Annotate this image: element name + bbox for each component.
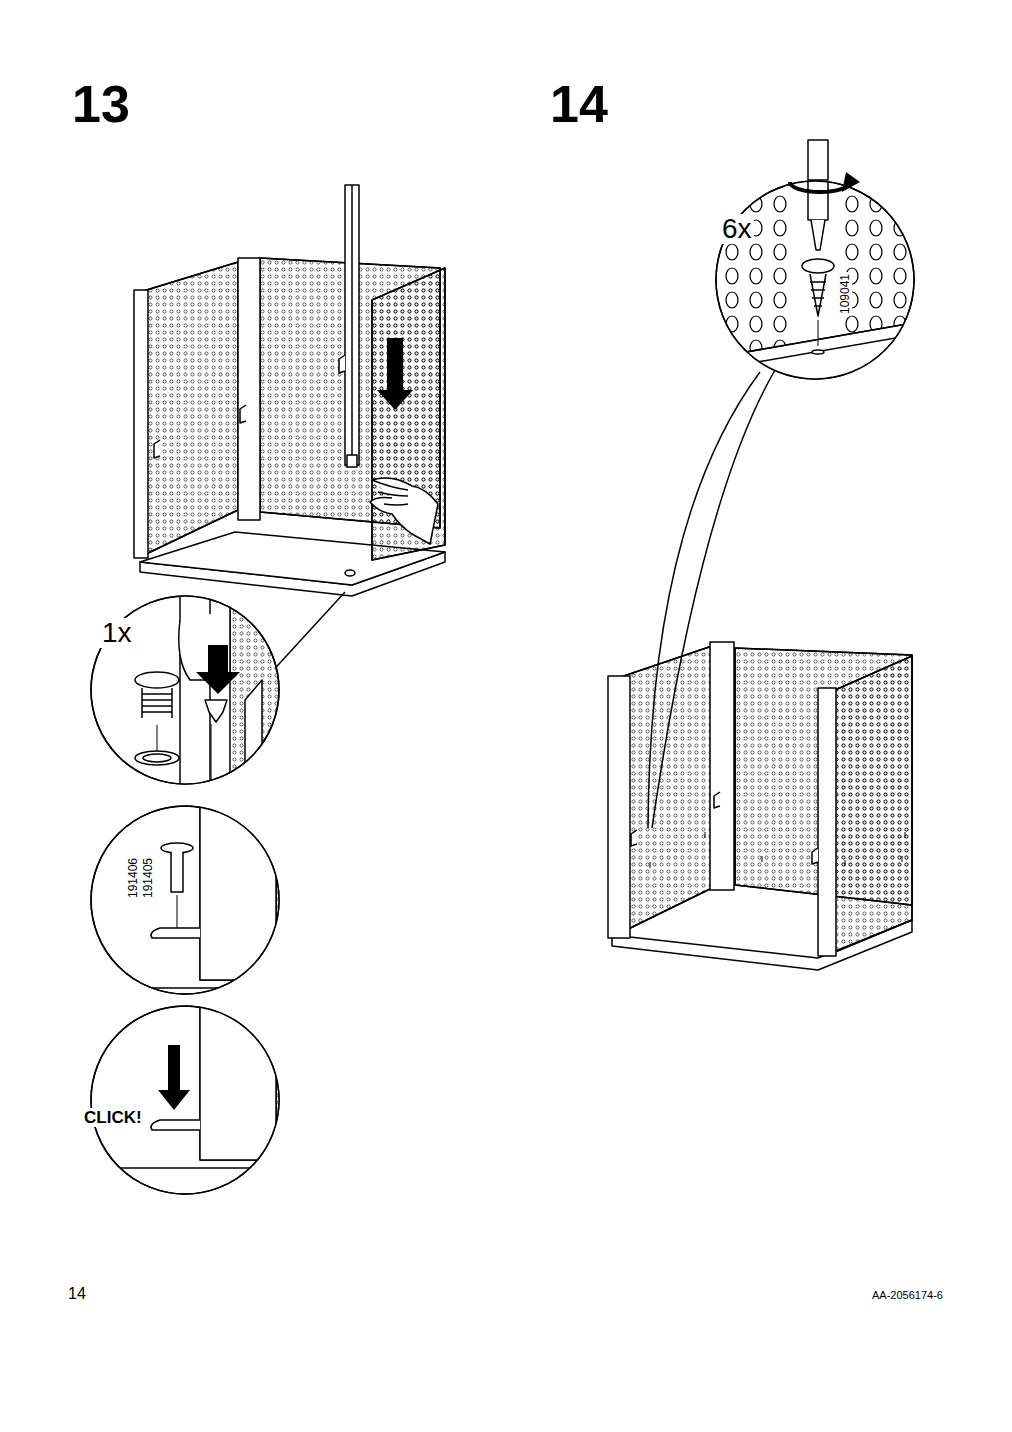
sound-callout: CLICK! (82, 1108, 144, 1127)
step-number: 13 (72, 78, 130, 130)
part-number: 109041 (838, 272, 852, 316)
part-number: 191405 (141, 856, 155, 900)
quantity-callout: 6x (720, 214, 754, 244)
page-number: 14 (68, 1286, 86, 1302)
quantity-callout: 1x (100, 618, 134, 648)
step-number: 14 (550, 78, 608, 130)
document-code: AA-2056174-6 (872, 1290, 943, 1301)
part-number: 191406 (126, 856, 140, 900)
